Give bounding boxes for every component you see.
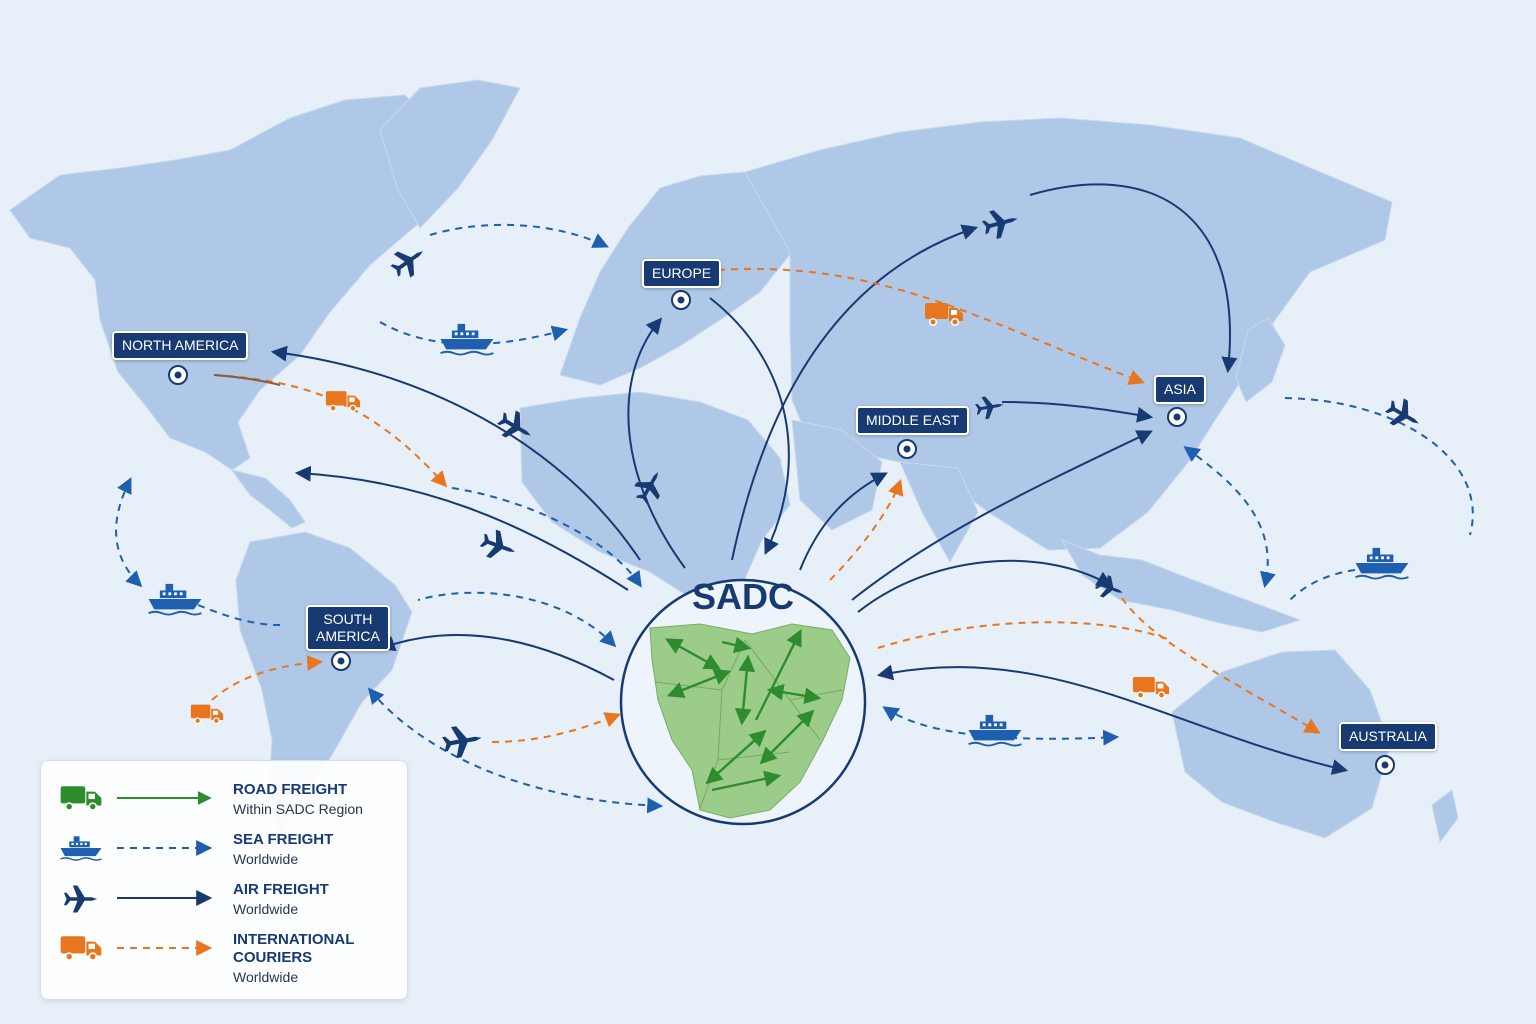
truck-icon (325, 391, 361, 412)
air-route-south-america (378, 633, 615, 681)
sea-route-south-atlantic (367, 687, 664, 814)
road-route (734, 654, 756, 726)
asia-marker (1167, 407, 1187, 427)
sea-route-south-america (417, 591, 617, 648)
air-route-north-america (270, 345, 641, 561)
road-route (665, 638, 721, 670)
plane-icon (477, 526, 520, 566)
air-route-middle-east (799, 472, 888, 571)
sea-route-west-africa (451, 487, 642, 588)
europe-label: EUROPE (642, 259, 722, 288)
sea-route-pacific-south (1289, 569, 1356, 601)
sea-route-atlantic-north (429, 223, 609, 248)
australia-marker (1375, 755, 1395, 775)
sea-route-pacific (1284, 397, 1474, 536)
legend-sub-road: Within SADC Region (233, 801, 363, 817)
middle-east-label: MIDDLE EAST (856, 406, 970, 435)
air-route-me-asia (1001, 401, 1154, 423)
road-route (705, 729, 767, 785)
ship-icon (967, 713, 1023, 747)
air-route-australia (876, 664, 1349, 775)
legend-item-courier: INTERNATIONAL COURIERS Worldwide (41, 929, 407, 995)
legend-item-sea: SEA FREIGHT Worldwide (41, 829, 407, 879)
africa-land (519, 391, 791, 613)
arabia-land (791, 419, 883, 531)
road-route (721, 636, 752, 654)
legend-sub-sea: Worldwide (233, 851, 299, 867)
sea-freight-routes (115, 223, 1474, 814)
sea-route-indian-ocean (882, 706, 1120, 746)
road-route (754, 628, 802, 721)
hub-title: SADC (691, 576, 794, 617)
courier-route-middle-east (829, 478, 904, 581)
legend-line-road (117, 791, 212, 805)
air-route-europe-west (627, 317, 686, 569)
air-route-southeast-asia (857, 559, 1113, 613)
ship-icon (1354, 546, 1410, 580)
air-route-asia (851, 430, 1153, 601)
courier-route-south-atlantic (491, 712, 621, 743)
road-route (711, 770, 782, 792)
air-route-far-east (1029, 183, 1238, 374)
sea-route-caribbean (115, 477, 143, 588)
plane-icon (440, 722, 485, 760)
legend-title-air: AIR FREIGHT (233, 881, 329, 898)
legend-sub-courier: Worldwide (233, 969, 299, 985)
legend-line-sea (117, 840, 213, 856)
air-route-south-america-north (294, 465, 629, 591)
ship-icon (147, 582, 203, 616)
ship-icon (439, 322, 495, 356)
asia-label: ASIA (1154, 375, 1206, 404)
india-land (899, 461, 979, 564)
courier-route-australia (1121, 597, 1321, 734)
australia-label: AUSTRALIA (1339, 722, 1437, 751)
air-freight-routes (270, 183, 1349, 775)
legend-title-courier: INTERNATIONAL COURIERS (233, 931, 355, 966)
truck-icon (60, 786, 102, 811)
legend-item-road: ROAD FREIGHT Within SADC Region (41, 779, 407, 829)
road-route (766, 683, 822, 705)
new-zealand-land (1431, 789, 1459, 844)
sea-route-asia-se (1183, 446, 1276, 589)
truck-icon (60, 936, 102, 961)
courier-route-na-start (213, 374, 281, 386)
courier-routes (211, 267, 1321, 743)
japan-land (1235, 317, 1286, 403)
courier-route-indian-ocean (877, 621, 1171, 649)
truck-icon (190, 704, 224, 725)
greenland-land (379, 79, 521, 229)
north-america-land (9, 94, 451, 471)
europe-marker (671, 290, 691, 310)
south-america-marker (331, 651, 351, 671)
southeast-asia-land (1060, 539, 1302, 633)
road-route (666, 669, 732, 698)
air-route-europe-east (709, 297, 790, 555)
plane-icon (1381, 393, 1426, 436)
legend-title-road: ROAD FREIGHT (233, 781, 348, 798)
legend-title-sea: SEA FREIGHT (233, 831, 334, 848)
legend: ROAD FREIGHT Within SADC Region SEA FREIG… (40, 760, 408, 1000)
legend-sub-air: Worldwide (233, 901, 299, 917)
truck-icon (1132, 677, 1170, 699)
road-freight-routes (665, 628, 822, 792)
north-america-label: NORTH AMERICA (112, 331, 249, 360)
air-route-asia-north (731, 224, 979, 561)
legend-line-air (117, 890, 213, 906)
continents (9, 79, 1459, 844)
legend-item-air: AIR FREIGHT Worldwide (41, 879, 407, 929)
central-america-land (230, 469, 306, 529)
courier-route-sa (211, 654, 324, 701)
plane-icon (63, 885, 98, 913)
legend-line-courier (117, 940, 213, 956)
north-america-marker (168, 365, 188, 385)
south-america-label: SOUTH AMERICA (306, 605, 390, 651)
middle-east-marker (897, 439, 917, 459)
road-route (759, 709, 815, 765)
ship-icon (59, 835, 103, 861)
